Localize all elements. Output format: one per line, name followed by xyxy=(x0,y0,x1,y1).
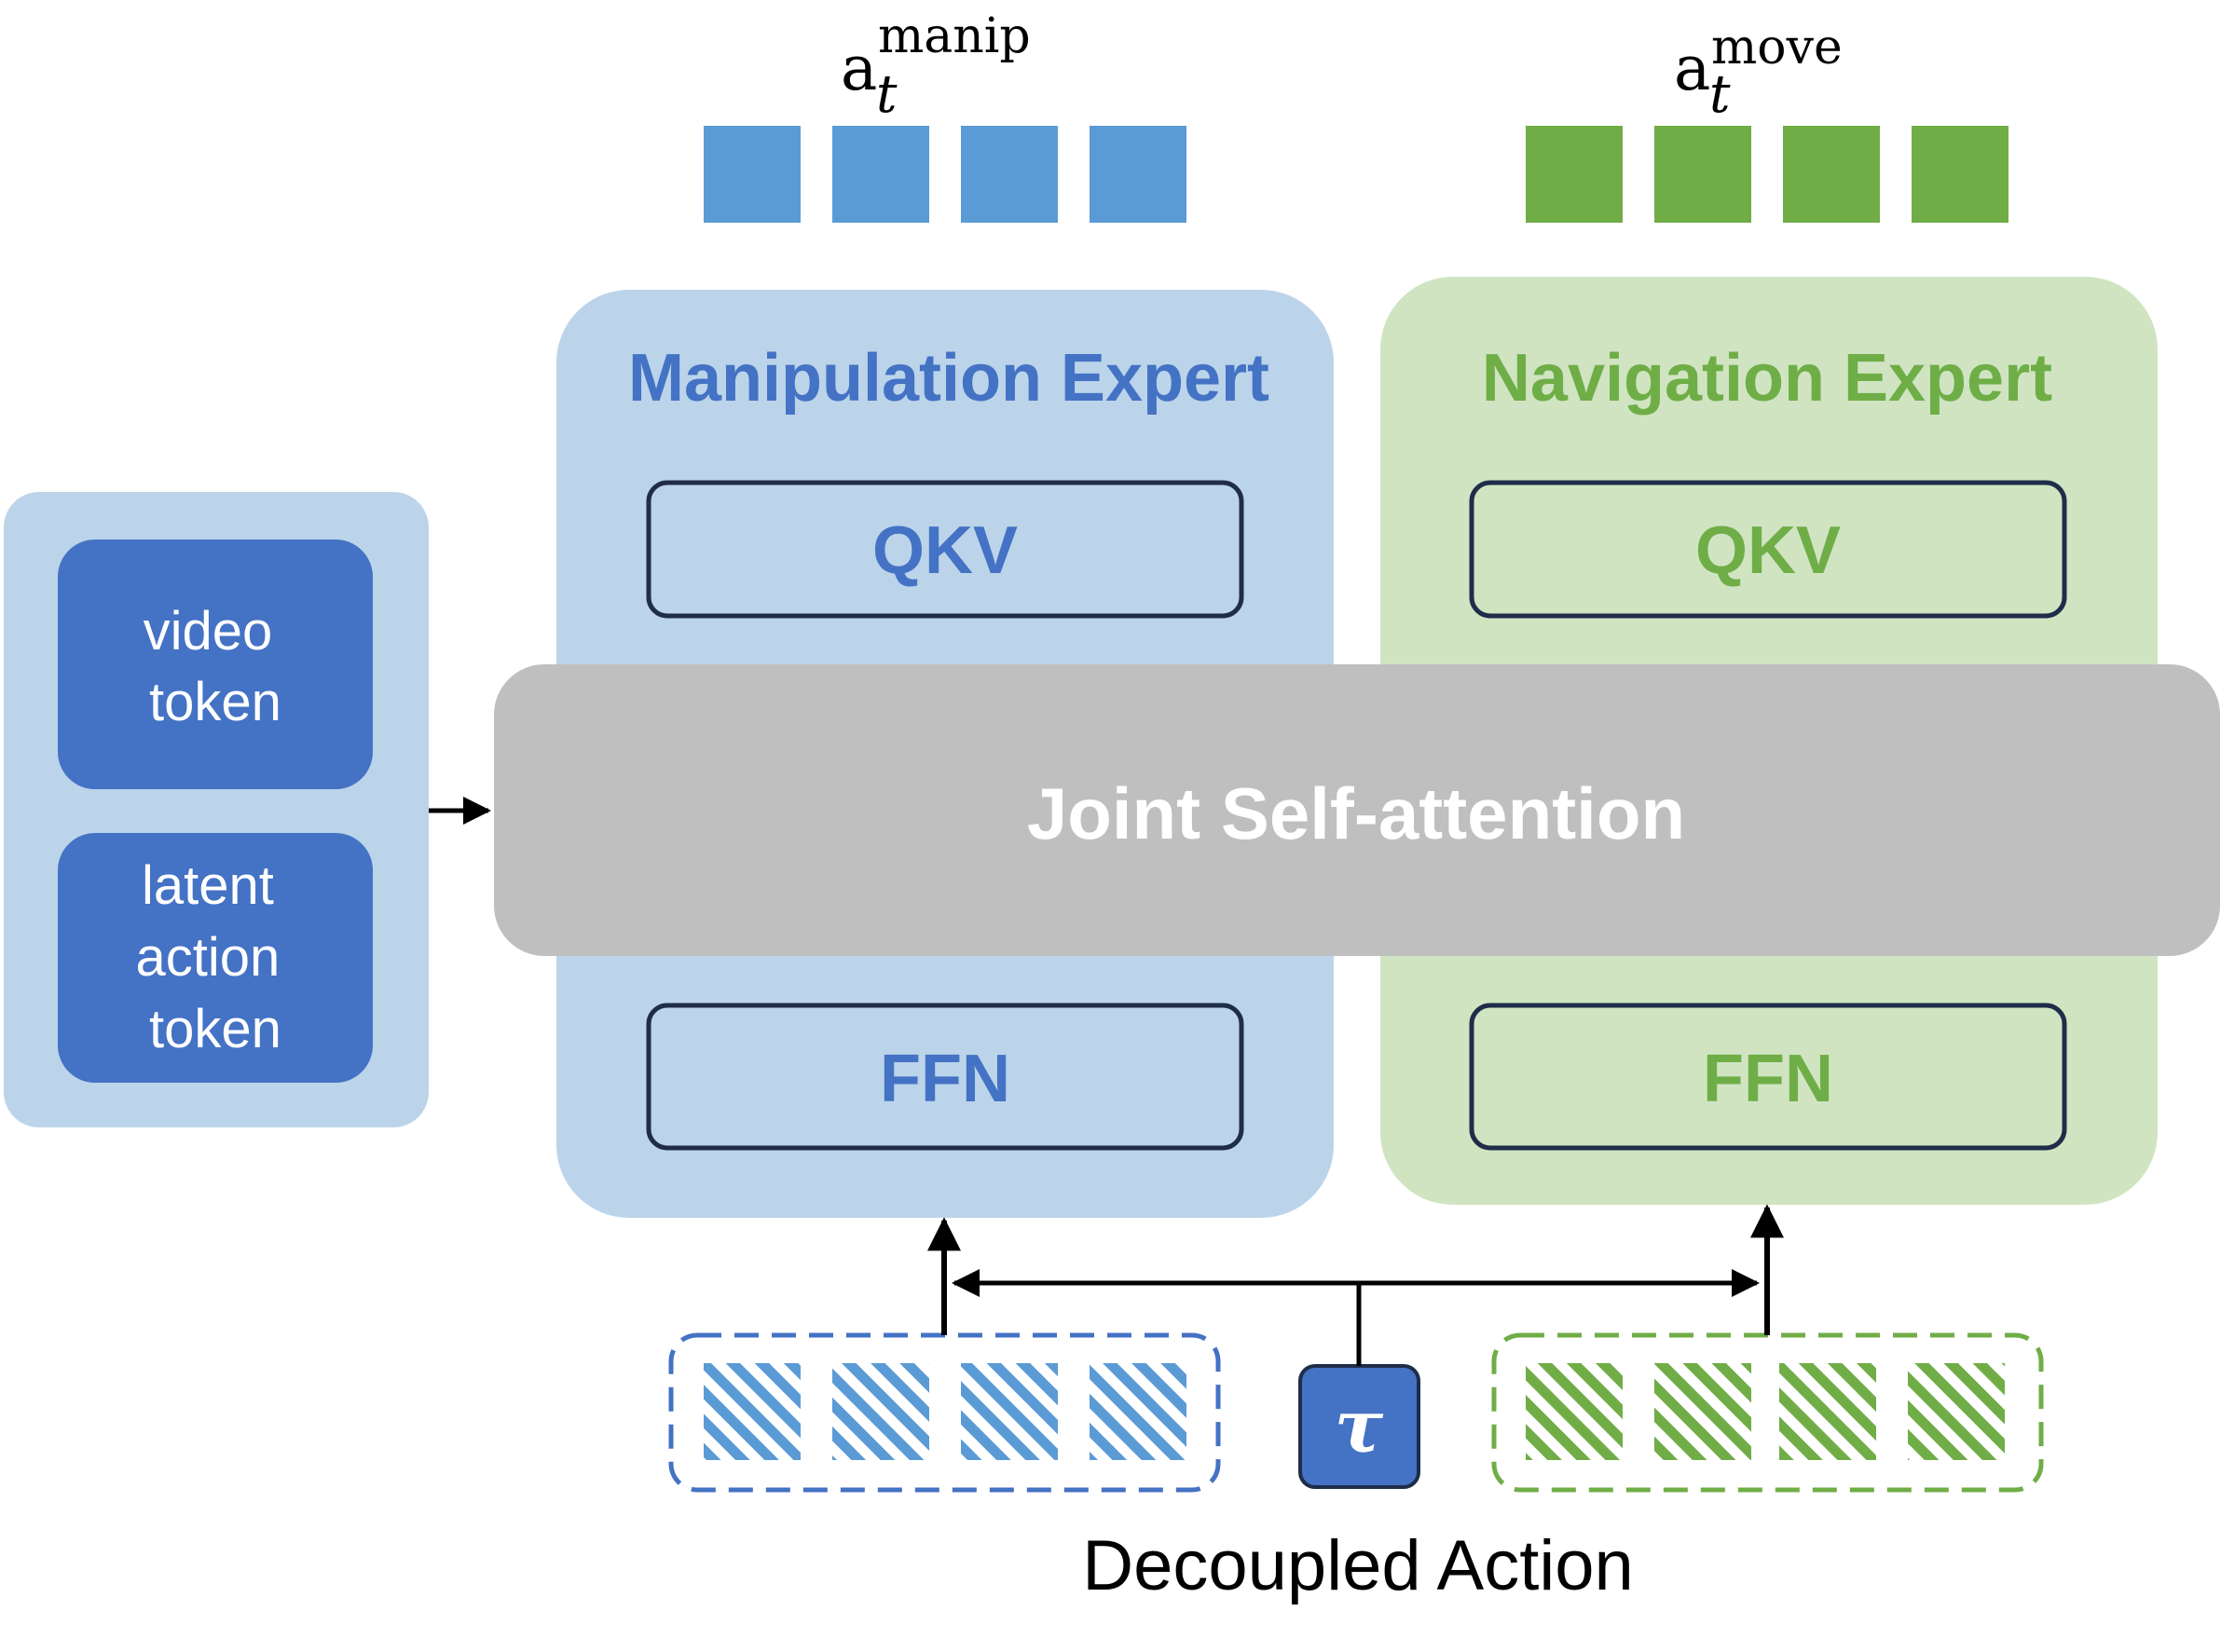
latent-action-token-label: latent action token xyxy=(136,855,295,1059)
move-output-token xyxy=(1783,126,1880,223)
move-output-tokens xyxy=(1526,126,2008,223)
manipulation-ffn-box xyxy=(646,1003,1244,1151)
manip-output-token xyxy=(961,126,1058,223)
move-output-token xyxy=(1912,126,2008,223)
move-action-token xyxy=(1526,1363,1623,1460)
move-output-label: a move t xyxy=(1674,20,1847,125)
navigation-expert-title: Navigation Expert xyxy=(1482,341,2052,416)
move-output-token xyxy=(1654,126,1751,223)
move-action-token xyxy=(1779,1363,1876,1460)
navigation-qkv-box xyxy=(1469,480,2067,619)
latent-action-token-box xyxy=(58,833,373,1083)
manipulation-qkv-box xyxy=(646,480,1244,619)
manip-output-token xyxy=(1090,126,1186,223)
manip-output-label: a manip t xyxy=(841,8,1035,125)
manip-action-token xyxy=(961,1363,1058,1460)
manip-action-token xyxy=(704,1363,801,1460)
manip-action-token xyxy=(832,1363,929,1460)
move-output-token xyxy=(1526,126,1623,223)
manipulation-qkv-label: QKV xyxy=(872,513,1018,588)
manipulation-expert-title: Manipulation Expert xyxy=(628,341,1269,416)
joint-self-attention-bar xyxy=(494,664,2220,956)
manipulation-ffn-label: FFN xyxy=(880,1042,1010,1116)
navigation-qkv-label: QKV xyxy=(1695,513,1841,588)
video-token-label: video token xyxy=(144,601,288,732)
joint-self-attention-label: Joint Self-attention xyxy=(1027,772,1685,854)
manip-action-token xyxy=(1090,1363,1186,1460)
manip-output-token xyxy=(832,126,929,223)
video-token-box xyxy=(58,539,373,789)
manip-output-token xyxy=(704,126,801,223)
move-action-token xyxy=(1908,1363,2005,1460)
manip-output-tokens xyxy=(704,126,1186,223)
navigation-ffn-label: FFN xyxy=(1703,1042,1833,1116)
decoupled-action-label: Decoupled Action xyxy=(1082,1526,1634,1605)
move-action-token xyxy=(1654,1363,1751,1460)
navigation-ffn-box xyxy=(1469,1003,2067,1151)
tau-symbol: τ xyxy=(1335,1385,1384,1469)
